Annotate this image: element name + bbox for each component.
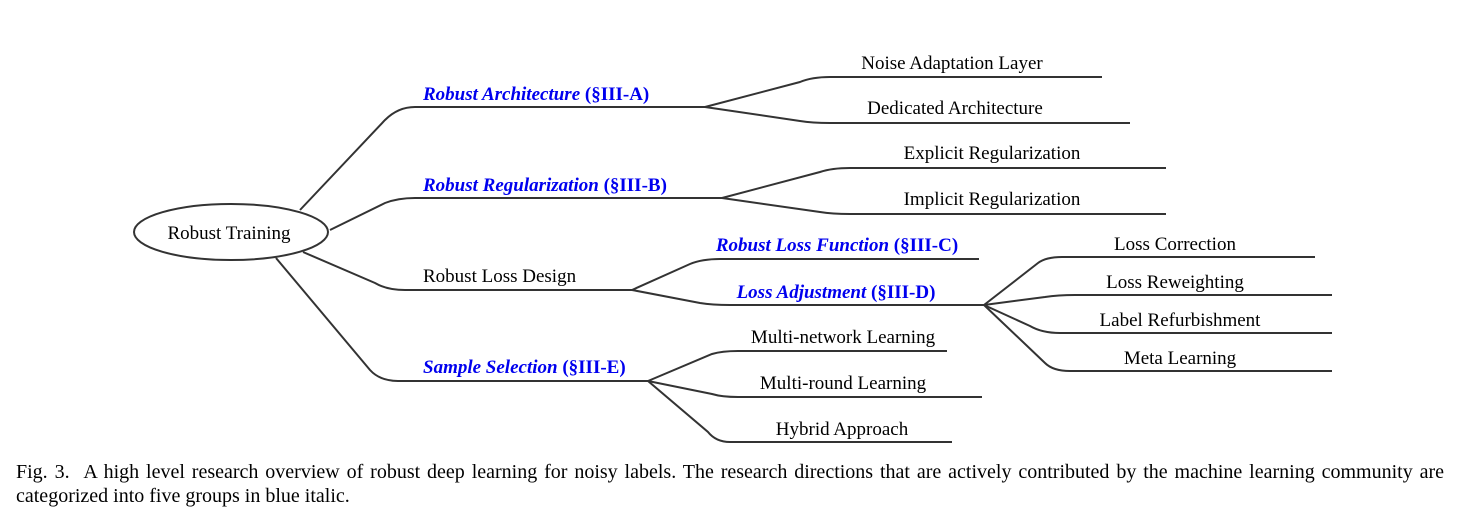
leaf-multi-round-learning: Multi-round Learning — [760, 373, 927, 394]
branch-label-loss-adjustment: Loss Adjustment (§III-D) — [736, 282, 936, 303]
leaf-dedicated-architecture: Dedicated Architecture — [867, 98, 1043, 119]
edge-reg-explicit — [721, 167, 1166, 199]
branch-label-robust-loss-function: Robust Loss Function (§III-C) — [715, 235, 958, 256]
branch-label-robust-architecture: Robust Architecture (§III-A) — [422, 84, 649, 105]
branch-label-sample-selection: Sample Selection (§III-E) — [423, 357, 626, 378]
root-label: Robust Training — [167, 223, 291, 244]
leaf-label-refurbishment: Label Refurbishment — [1100, 310, 1262, 331]
section-ref: (§III-D) — [871, 282, 935, 303]
branch-name: Robust Loss Function — [715, 235, 889, 256]
leaf-hybrid-approach: Hybrid Approach — [776, 419, 909, 440]
section-ref: (§III-B) — [604, 175, 667, 196]
leaf-loss-reweighting: Loss Reweighting — [1106, 272, 1244, 293]
edge-arch-dedicated — [704, 106, 1130, 124]
section-ref: (§III-E) — [562, 357, 625, 378]
branch-name: Loss Adjustment — [736, 282, 867, 303]
section-ref: (§III-C) — [894, 235, 958, 256]
edge-root-robust-regularization — [329, 197, 722, 231]
edge-root-robust-architecture — [299, 106, 705, 211]
leaf-loss-correction: Loss Correction — [1114, 234, 1236, 255]
edge-root-robust-loss-design — [302, 251, 632, 291]
root-ellipse — [133, 203, 329, 261]
edge-sel-multinetwork — [647, 350, 947, 382]
edge-lossdesign-adjustment — [631, 289, 984, 306]
caption-text: A high level research overview of robust… — [16, 461, 1444, 507]
section-ref: (§III-A) — [585, 84, 649, 105]
leaf-meta-learning: Meta Learning — [1124, 348, 1237, 369]
edge-adj-reweighting — [983, 294, 1332, 306]
leaf-implicit-regularization: Implicit Regularization — [904, 189, 1081, 210]
branch-label-robust-regularization: Robust Regularization (§III-B) — [422, 175, 667, 196]
edge-reg-implicit — [721, 197, 1166, 215]
figure-caption: Fig. 3. A high level research overview o… — [16, 460, 1444, 508]
leaf-noise-adaptation-layer: Noise Adaptation Layer — [861, 53, 1043, 74]
branch-name: Robust Regularization — [422, 175, 599, 196]
edge-sel-hybrid — [647, 380, 952, 443]
edge-lossdesign-function — [631, 258, 979, 291]
edge-adj-correction — [983, 256, 1315, 306]
edge-root-sample-selection — [275, 257, 648, 382]
edge-adj-refurbishment — [983, 304, 1332, 334]
taxonomy-tree: Robust Training Robust Architecture (§II… — [133, 53, 1332, 443]
root-node: Robust Training — [133, 203, 329, 261]
edge-adj-meta — [983, 304, 1332, 372]
branch-name: Sample Selection — [423, 357, 558, 378]
leaf-explicit-regularization: Explicit Regularization — [904, 143, 1081, 164]
branch-name: Robust Architecture — [422, 84, 581, 105]
branch-label-robust-loss-design: Robust Loss Design — [423, 266, 577, 287]
edge-arch-noise-adaptation — [704, 76, 1102, 108]
figure-number: Fig. 3. — [16, 461, 70, 483]
leaf-multi-network-learning: Multi-network Learning — [751, 327, 936, 348]
edge-sel-multiround — [647, 380, 982, 398]
